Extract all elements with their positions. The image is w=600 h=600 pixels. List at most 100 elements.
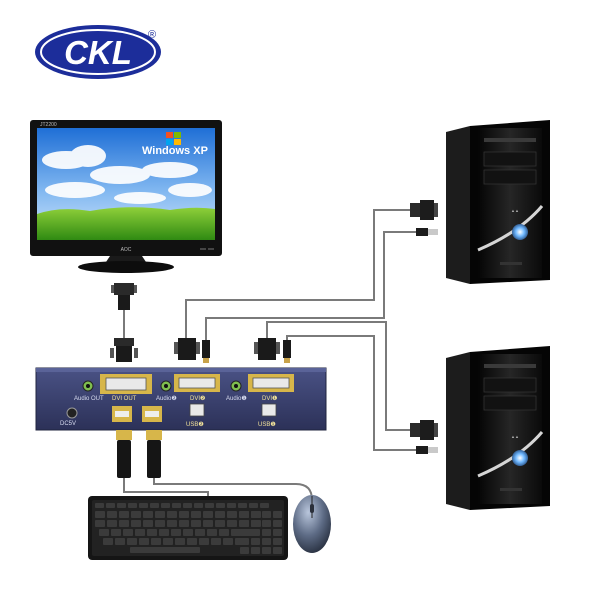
mouse-usb-plug <box>146 430 162 478</box>
keyboard-key <box>119 520 129 527</box>
keyboard-key <box>155 520 165 527</box>
numpad-key <box>251 511 260 518</box>
audio-out-label: Audio OUT <box>74 396 104 402</box>
dvi-2-plug <box>174 338 200 360</box>
numpad-key <box>240 511 249 518</box>
numpad-key <box>262 511 271 518</box>
keyboard-key <box>223 538 233 545</box>
power-button-icon <box>512 224 528 240</box>
keyboard-key <box>227 520 237 527</box>
scroll-wheel <box>310 504 314 513</box>
monitor-model-label: JT2200 <box>40 122 57 128</box>
monitor-stand <box>106 256 146 262</box>
usb-1-label: USB❶ <box>258 421 276 428</box>
keyboard-key <box>161 503 170 508</box>
numpad-key <box>273 538 282 545</box>
monitor-dvi-connector <box>111 283 137 310</box>
keyboard-key <box>95 503 104 508</box>
usb-audio-2-plug <box>202 340 210 363</box>
dvi-2-label: DVI❷ <box>190 395 205 402</box>
keyboard-key <box>175 538 185 545</box>
keyboard-key <box>115 538 125 545</box>
keyboard-key <box>183 529 193 536</box>
keyboard-key <box>123 529 133 536</box>
numpad-key <box>240 538 249 545</box>
keyboard-key <box>103 538 113 545</box>
keyboard-key <box>260 503 269 508</box>
windows-xp-label: Windows XP <box>142 145 208 157</box>
keyboard <box>88 496 288 560</box>
keyboard-key <box>163 538 173 545</box>
audio-1-label: Audio❶ <box>226 395 247 402</box>
monitor: Windows XP JT2200 AOC <box>30 120 222 273</box>
keyboard-key <box>199 538 209 545</box>
keyboard-key <box>143 520 153 527</box>
keyboard-key <box>227 511 237 518</box>
logo-text: CKL <box>64 34 132 71</box>
keyboard-key <box>107 511 117 518</box>
numpad-key <box>251 520 260 527</box>
tower-badge: ▲▲ <box>511 434 519 439</box>
keyboard-key <box>227 503 236 508</box>
audio-2-label: Audio❷ <box>156 395 177 402</box>
keyboard-key <box>191 520 201 527</box>
pc1-dvi-connector <box>410 200 438 220</box>
keyboard-key <box>95 511 105 518</box>
usb-2-port <box>189 403 205 417</box>
keyboard-key <box>203 511 213 518</box>
keyboard-key <box>150 503 159 508</box>
keyboard-key <box>135 529 145 536</box>
keyboard-key <box>211 538 221 545</box>
monitor-button <box>200 248 206 250</box>
keyboard-key <box>106 503 115 508</box>
keyboard-key <box>155 511 165 518</box>
numpad-key <box>273 520 282 527</box>
numpad-key <box>273 547 282 554</box>
keyboard-spacebar <box>130 547 200 553</box>
keyboard-key <box>219 529 229 536</box>
pc2-dvi-connector <box>410 420 438 440</box>
power-button-icon <box>512 450 528 466</box>
keyboard-key <box>159 529 169 536</box>
keyboard-key <box>119 511 129 518</box>
keyboard-key <box>172 503 181 508</box>
pc1-usb-connector <box>416 228 438 236</box>
pc2-usb-connector <box>416 446 438 454</box>
numpad-key <box>273 511 282 518</box>
mouse <box>293 495 331 553</box>
keyboard-key <box>151 538 161 545</box>
keyboard-key <box>179 520 189 527</box>
numpad-key <box>262 538 271 545</box>
monitor-brand-label: AOC <box>121 247 132 253</box>
numpad-key <box>251 529 260 536</box>
numpad-key <box>251 547 260 554</box>
dvi-out-plug <box>110 338 138 362</box>
tower-badge: ▲▲ <box>511 208 519 213</box>
keyboard-key <box>187 538 197 545</box>
monitor-base <box>78 261 174 273</box>
brand-logo: CKL ® <box>35 25 161 79</box>
dvi-1-plug <box>254 338 280 360</box>
keyboard-key <box>215 511 225 518</box>
keyboard-key <box>139 503 148 508</box>
keyboard-key <box>183 503 192 508</box>
keyboard-key <box>167 511 177 518</box>
dc5v-label: DC5V <box>60 421 76 427</box>
keyboard-key <box>143 511 153 518</box>
keyboard-key <box>127 538 137 545</box>
registered-mark: ® <box>148 29 156 41</box>
kvm-switch: Audio OUT DVI OUT Audio❷ DVI❷ Audio❶ DVI… <box>35 367 327 431</box>
keyboard-key <box>147 529 157 536</box>
keyboard-key <box>215 520 225 527</box>
keyboard-key <box>195 529 205 536</box>
keyboard-key <box>238 503 247 508</box>
dc-power-jack <box>66 407 78 419</box>
numpad-key <box>262 547 271 554</box>
keyboard-key <box>131 520 141 527</box>
keyboard-key <box>205 503 214 508</box>
grass-field <box>37 207 215 240</box>
usb-1-port <box>261 403 277 417</box>
dvi-1-label: DVI❶ <box>262 395 277 402</box>
keyboard-key <box>203 520 213 527</box>
